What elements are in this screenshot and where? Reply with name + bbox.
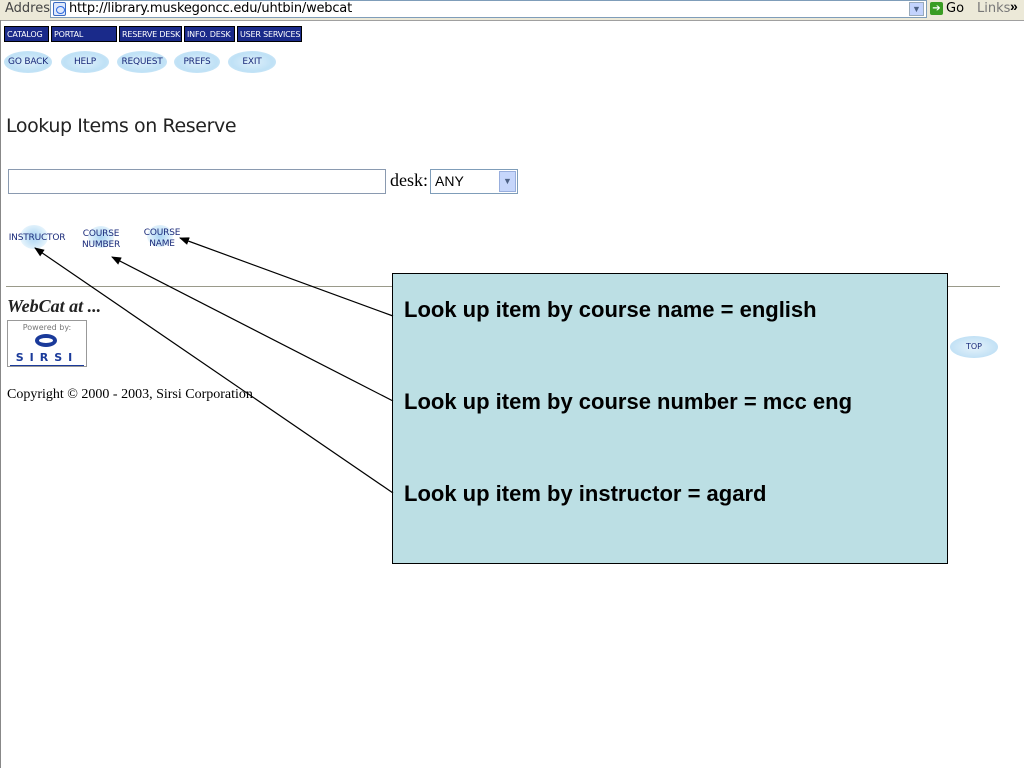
arrow-course-number [111, 256, 394, 402]
prefs-button[interactable]: PREFS [174, 51, 220, 73]
top-button[interactable]: TOP [950, 336, 998, 358]
instructor-glow [20, 225, 48, 249]
desk-selected-value: ANY [435, 173, 464, 189]
chevron-down-icon[interactable]: ▼ [909, 2, 924, 16]
copyright-text: Copyright © 2000 - 2003, Sirsi Corporati… [7, 387, 253, 402]
tab-portal[interactable]: PORTAL [51, 26, 117, 42]
search-input[interactable] [8, 169, 386, 194]
course-name-line1: COURSE [143, 228, 181, 238]
url-text: http://library.muskegoncc.edu/uhtbin/web… [69, 1, 352, 16]
arrow-instructor [34, 247, 394, 494]
sirsi-logo-icon [35, 334, 57, 347]
help-button[interactable]: HELP [61, 51, 109, 73]
callout-course-number: Look up item by course number = mcc eng [404, 389, 853, 414]
instructor-search-button[interactable]: INSTRUCTOR [8, 233, 66, 243]
sirsi-underline [10, 365, 84, 366]
powered-by-text: Powered by: [22, 323, 72, 332]
chevron-right-icon[interactable]: » [1010, 0, 1018, 14]
tab-catalog[interactable]: CATALOG [4, 26, 49, 42]
url-field[interactable]: http://library.muskegoncc.edu/uhtbin/web… [50, 0, 927, 18]
links-button[interactable]: Links [977, 1, 1011, 16]
course-number-line1: COURSE [82, 229, 120, 239]
desk-select[interactable]: ANY ▼ [430, 169, 518, 194]
page-title: Lookup Items on Reserve [6, 115, 237, 137]
address-bar: Address http://library.muskegoncc.edu/uh… [0, 0, 1024, 21]
sirsi-logo[interactable]: Powered by: SIRSI [7, 320, 87, 367]
exit-button[interactable]: EXIT [228, 51, 276, 73]
course-number-search-button[interactable]: COURSE NUMBER [78, 229, 124, 251]
go-back-button[interactable]: GO BACK [4, 51, 52, 73]
course-name-line2: NAME [149, 239, 175, 249]
go-arrow-icon: ➔ [930, 2, 943, 15]
tab-user-services[interactable]: USER SERVICES [237, 26, 302, 42]
page-icon [53, 2, 66, 16]
course-number-line2: NUMBER [82, 240, 120, 250]
course-name-glow [147, 225, 173, 247]
go-button[interactable]: ➔Go [930, 1, 964, 18]
window-border [0, 20, 1, 768]
address-label: Address [5, 1, 57, 16]
course-name-search-button[interactable]: COURSE NAME [140, 228, 184, 250]
sirsi-text: SIRSI [15, 351, 79, 364]
arrow-course-name [179, 237, 394, 317]
annotation-callout: Look up item by course name = english Lo… [392, 273, 948, 564]
chevron-down-icon[interactable]: ▼ [499, 171, 516, 192]
webcat-label: WebCat at ... [7, 296, 102, 316]
tab-info-desk[interactable]: INFO. DESK [184, 26, 235, 42]
tab-reserve-desk[interactable]: RESERVE DESK [119, 26, 182, 42]
course-number-glow [88, 226, 114, 248]
callout-instructor: Look up item by instructor = agard [404, 481, 767, 506]
go-label: Go [946, 1, 965, 16]
request-button[interactable]: REQUEST [117, 51, 167, 73]
desk-label: desk: [390, 170, 428, 190]
callout-course-name: Look up item by course name = english [404, 297, 817, 322]
